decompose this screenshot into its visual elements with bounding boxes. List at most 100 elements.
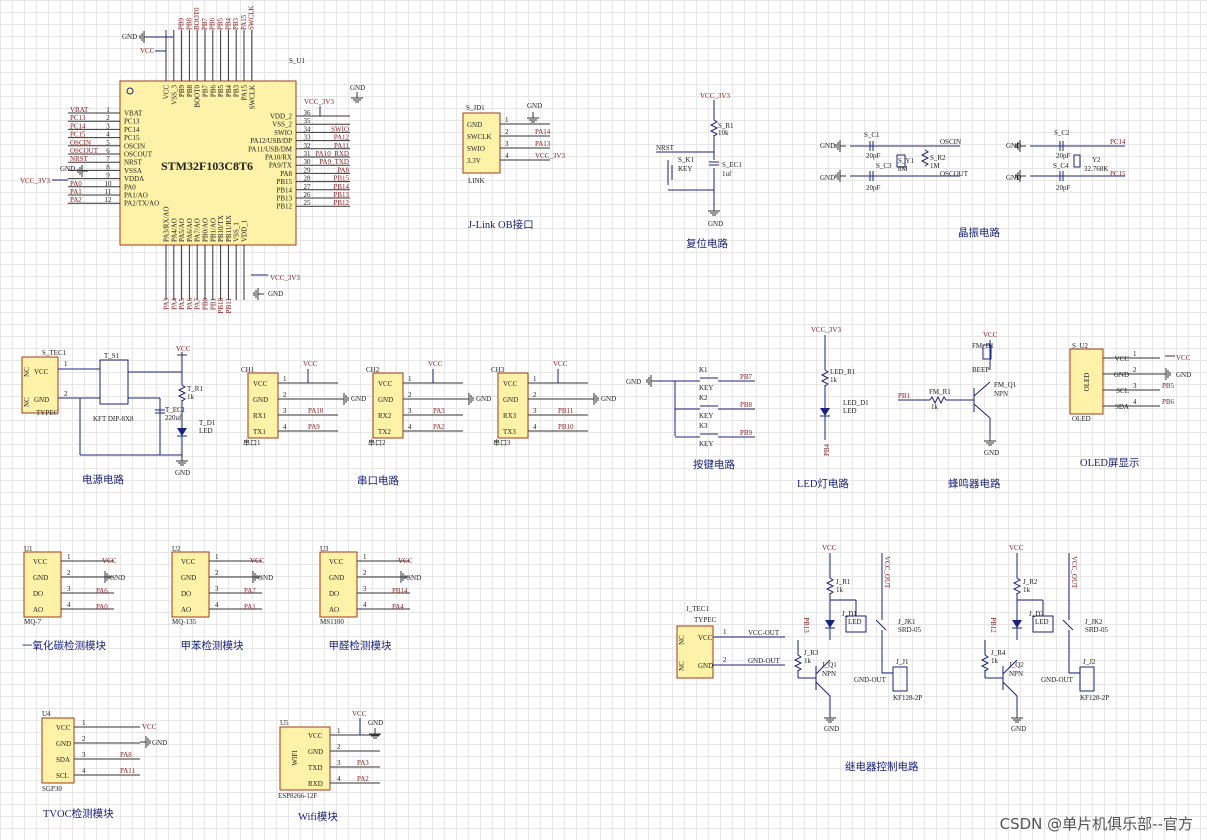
uart-gnd: GND [351, 395, 366, 403]
mcu-right-net: PA9_TXD [319, 158, 349, 166]
relay-j-val: KF128-2P [893, 694, 922, 702]
mcu-left-pin-name: PC15 [124, 134, 140, 142]
mcu-top-pin-name: PB5 [217, 85, 225, 98]
sensor-pin-name: DO [329, 590, 339, 598]
led-title: LED灯电路 [797, 477, 849, 490]
uart-vcc: VCC [303, 360, 318, 368]
mcu-bottom-net: PB10 [217, 298, 225, 314]
crystal-r2 [920, 149, 930, 167]
uart-pin-name: VCC [378, 380, 393, 388]
crystal-r2-val: 1M [930, 162, 941, 170]
relay-r2-val: 1k [804, 657, 812, 665]
relay-r1 [825, 577, 835, 595]
sensor-pin-num: 1 [215, 553, 219, 561]
power-c-ref: T_EC1 [165, 406, 186, 414]
sensor-ref: U1 [24, 545, 33, 553]
relay-led [825, 620, 835, 628]
sensor-pin-name: DO [181, 590, 191, 598]
uart-pin-name: RX3 [503, 412, 517, 420]
oled-pin-num: 4 [1133, 398, 1137, 406]
mcu-right-pin-name: SWIO [274, 129, 292, 137]
oled-pin-name: SCL [1116, 387, 1129, 395]
tvoc-pin-num: 2 [82, 735, 86, 743]
sensor-pin-num: 1 [363, 553, 367, 561]
mcu-top-pin-name: VCC [163, 85, 171, 100]
relay-contact [1062, 619, 1074, 631]
mcu-top-net: PA15 [240, 14, 248, 30]
power-pin-vcc: VCC [34, 368, 49, 376]
reset-resistor [709, 119, 719, 137]
mcu-right-pin-name: PA11/USB/DM [248, 145, 293, 153]
buzzer-body [982, 344, 992, 360]
relay-k-ref: J_JK2 [1085, 618, 1103, 626]
mcu-bottom-pin-name: PB11/RX [225, 215, 233, 242]
power-typec-body [21, 356, 59, 414]
mcu-left-pin-name: PA1/AO [124, 192, 148, 200]
mcu-bottom-pin-name: PB0/AO [202, 218, 210, 242]
sensor-pin-name: AO [33, 606, 43, 614]
jlink-pin-name: 3.3V [467, 157, 481, 165]
mcu-left-pin-num: 7 [106, 155, 110, 163]
mcu-gnd-label: GND [122, 33, 137, 41]
sensor-ref: U2 [172, 545, 181, 553]
relay-in-body [676, 625, 714, 679]
reset-r-ref: S_R1 [718, 122, 734, 130]
mcu-right-pin-name: PB15 [276, 178, 292, 186]
sensor-name: MQ-135 [172, 618, 197, 626]
sensor-pin-num: 4 [215, 601, 219, 609]
relay-in-num1: 1 [723, 628, 727, 636]
buzzer-q [973, 381, 991, 397]
tvoc-body [41, 717, 75, 784]
mcu-left-pin-name: OSCIN [124, 142, 145, 150]
power-d-val: LED [199, 427, 213, 435]
uart-gnd: GND [601, 395, 616, 403]
uart-pin-num: 3 [408, 407, 412, 415]
mcu-part-number: STM32F103C8T6 [161, 159, 253, 173]
key-val: KEY [699, 440, 713, 448]
mcu-bottom-pin-name: PB10/TX [217, 215, 225, 242]
mcu-right-pin-num: 34 [304, 125, 312, 133]
mcu-bottom-net: PA3 [163, 298, 171, 310]
oled-pin-num: 1 [1133, 350, 1137, 358]
keys-gnd: GND [626, 378, 641, 386]
relay-net: PB13 [802, 617, 810, 633]
wifi-pin-name: RXD [308, 780, 323, 788]
buzzer-vcc: VCC [983, 331, 998, 339]
oled-pin-num: 3 [1133, 382, 1137, 390]
wifi-body [279, 726, 331, 791]
mcu-left-pin-name: VBAT [124, 110, 143, 118]
mcu-left-pin-name: NRST [124, 159, 143, 167]
mcu-right-pin-name: VSS_2 [272, 121, 292, 129]
wifi-txd-net: PA3 [357, 759, 369, 767]
reset-k-ref: S_K1 [678, 156, 694, 164]
sensor-gnd: GND [110, 574, 125, 582]
mcu-bottom-net: PA7 [194, 298, 202, 310]
key-ref: K3 [699, 422, 708, 430]
mcu-bottom-net: PA6 [186, 298, 194, 310]
uart-tx-net: PA2 [433, 423, 445, 431]
uart-tx-net: PB10 [558, 423, 574, 431]
mcu-right-pin-num: 30 [304, 158, 312, 166]
relay-in-nc2: NC [678, 661, 686, 671]
uart-name: 串口1 [243, 439, 261, 447]
pin1-marker [126, 87, 134, 95]
relay-k-val: SRD-05 [1085, 626, 1108, 634]
mcu-gnd3-label: GND [60, 165, 75, 173]
relay-r2-ref: J_R4 [991, 649, 1006, 657]
sensor-title: 一氧化碳检测模块 [22, 639, 106, 652]
mcu-left-pin-num: 12 [105, 196, 113, 204]
sensor-pin-num: 3 [363, 585, 367, 593]
power-name: TYPEC [36, 409, 59, 417]
oled-vcc: VCC [1176, 354, 1191, 362]
relay-gnd: GND [824, 725, 839, 733]
relay-r1-ref: J_R1 [836, 578, 851, 586]
uart-pin-name: VCC [253, 380, 268, 388]
mcu-left-net: NRST [70, 155, 89, 163]
relay-vout: VCC_OUT [1070, 556, 1078, 589]
mcu-right-pin-name: PA9/TX [269, 162, 292, 170]
key-val: KEY [699, 412, 713, 420]
mcu-right-pin-num: 31 [304, 150, 312, 158]
uart-name: 串口2 [368, 439, 386, 447]
relay-r2-ref: J_R3 [804, 649, 819, 657]
power-switch [99, 359, 129, 405]
